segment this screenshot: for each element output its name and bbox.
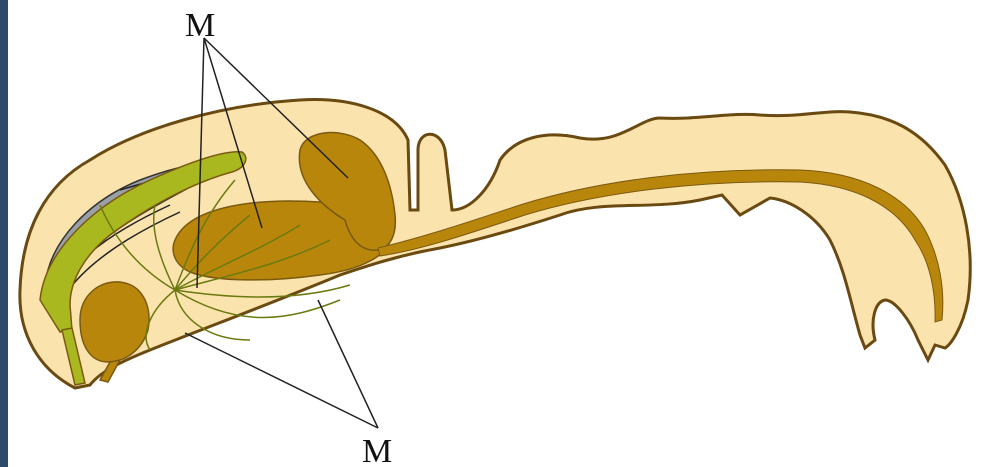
bottom-label: M (362, 433, 392, 467)
top-label: M (185, 7, 215, 44)
body-outline (20, 100, 970, 388)
